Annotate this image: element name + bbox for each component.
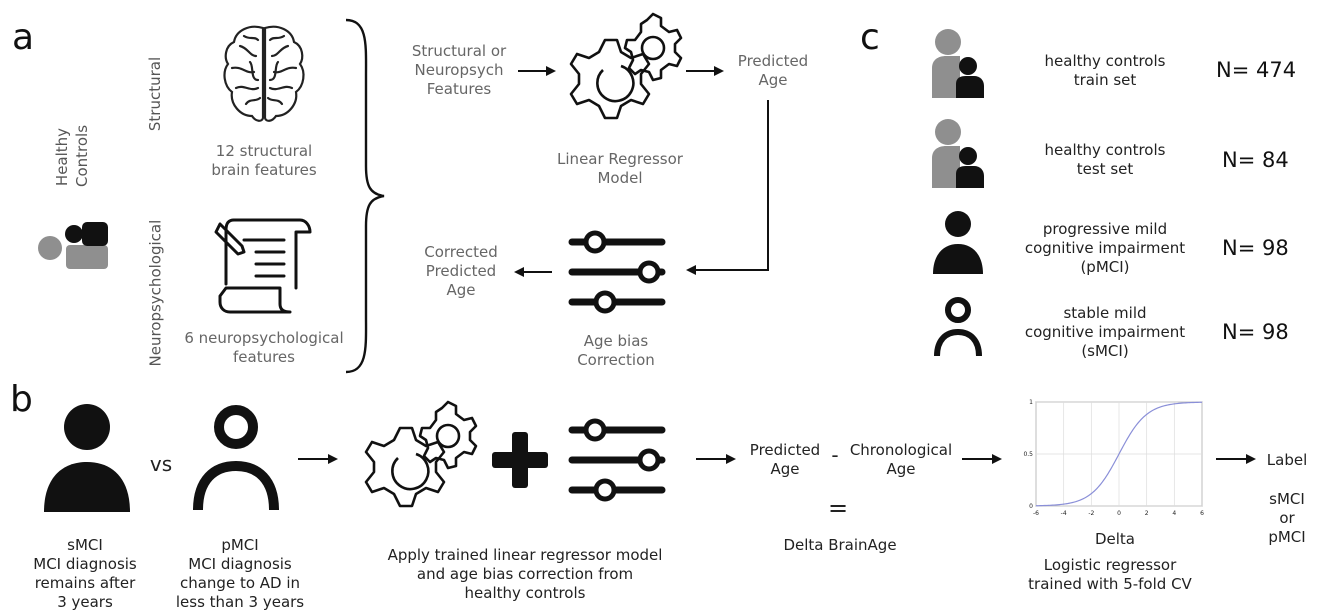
arrow-model-to-predicted <box>686 66 724 76</box>
x-tick-label: 6 <box>1200 510 1204 517</box>
c-row1-line2: train set <box>1073 71 1137 89</box>
label-opt-pmci: pMCI <box>1268 528 1306 546</box>
pmci-desc-line4: less than 3 years <box>175 593 305 611</box>
arrow-input-to-model <box>518 66 556 76</box>
label-opt-smci: sMCI <box>1269 490 1305 508</box>
panel-label-c: c <box>860 17 880 58</box>
pmci-desc-line2: MCI diagnosis <box>188 555 292 573</box>
pmci-desc-line1: pMCI <box>221 536 259 554</box>
x-tick-label: -2 <box>1088 510 1094 517</box>
c-row4-line1: stable mild <box>1063 304 1147 322</box>
x-tick-label: 2 <box>1145 510 1149 517</box>
b-predicted-line1: Predicted <box>749 441 821 459</box>
smci-person-icon <box>934 297 982 357</box>
c-row2-line2: test set <box>1076 160 1134 178</box>
vs-label: vs <box>149 452 173 476</box>
bias-correction-line2: Correction <box>577 351 655 369</box>
c-row1-line1: healthy controls <box>1044 52 1166 70</box>
c-row3-count: N= 98 <box>1222 236 1289 260</box>
neuro-features-line1: 6 neuropsychological <box>184 329 344 347</box>
predicted-age-line2: Age <box>758 71 788 89</box>
plot-xlabel: Delta <box>1094 530 1136 548</box>
chronological-line1: Chronological <box>849 441 953 459</box>
structural-features-line1: 12 structural <box>215 142 313 160</box>
c-row2-count: N= 84 <box>1222 148 1289 172</box>
delta-brainage-label: Delta BrainAge <box>783 536 897 554</box>
c-row1-count: N= 474 <box>1216 58 1297 82</box>
predicted-age-line1: Predicted <box>737 52 809 70</box>
chronological-line2: Age <box>886 460 916 478</box>
b-predicted-line2: Age <box>770 460 800 478</box>
x-tick-label: 0 <box>1117 510 1121 517</box>
structural-label: Structural <box>146 56 164 132</box>
smci-desc-line2: MCI diagnosis <box>33 555 137 573</box>
label-title: Label <box>1266 451 1308 469</box>
neuropsych-label: Neuropsychological <box>146 219 165 367</box>
healthy-label-line2: Controls <box>73 124 91 187</box>
corrected-age-line1: Corrected <box>424 243 498 261</box>
arrow-delta-to-logistic <box>962 454 1002 464</box>
x-tick-label: -4 <box>1061 510 1067 517</box>
panel-label-b: b <box>10 379 33 420</box>
document-icon <box>214 218 312 314</box>
logit-line1: Logistic regressor <box>1043 556 1177 574</box>
c-row4-line3: (sMCI) <box>1081 342 1129 360</box>
healthy-group-icon <box>38 222 108 269</box>
apply-line2: and age bias correction from <box>416 565 634 583</box>
healthy-label-line1: Healthy <box>53 127 71 187</box>
input-features-line1: Structural or <box>411 42 507 60</box>
c-row4-line2: cognitive impairment <box>1024 323 1186 341</box>
y-tick-label: 0.5 <box>1023 451 1033 458</box>
smci-desc-line4: 3 years <box>57 593 113 611</box>
neuro-features-line2: features <box>233 348 295 366</box>
corrected-age-line3: Age <box>446 281 476 299</box>
y-tick-label: 1 <box>1029 399 1033 406</box>
pmci-desc-line3: change to AD in <box>179 574 301 592</box>
arrow-predicted-to-correction <box>686 100 769 275</box>
corrected-age-line2: Predicted <box>425 262 497 280</box>
x-tick-label: -6 <box>1033 510 1039 517</box>
logistic-curve-line <box>1035 401 1203 507</box>
pmci-person-icon <box>933 211 983 274</box>
c-row2-line1: healthy controls <box>1044 141 1166 159</box>
arrow-subjects-to-model <box>298 454 338 464</box>
c-row3-line1: progressive mild <box>1042 220 1168 238</box>
model-label-line2: Model <box>597 169 643 187</box>
brace-symbol <box>345 18 385 374</box>
c-row3-line3: (pMCI) <box>1080 258 1130 276</box>
gears-icon <box>569 12 683 120</box>
plus-icon <box>492 432 548 488</box>
c-row3-line2: cognitive impairment <box>1024 239 1186 257</box>
apply-line1: Apply trained linear regressor model <box>387 546 663 564</box>
gears-icon-b <box>364 400 478 508</box>
panel-label-a: a <box>12 17 35 58</box>
minus-sign: - <box>831 443 839 467</box>
smci-desc-line3: remains after <box>34 574 136 592</box>
apply-line3: healthy controls <box>464 584 586 602</box>
smci-solid-person-icon <box>44 404 130 512</box>
logistic-curve-chart: -6 -4 -2 0 2 4 6 0 0.5 1 <box>1023 399 1204 517</box>
y-tick-label: 0 <box>1029 503 1033 510</box>
bias-correction-line1: Age bias <box>583 332 649 350</box>
arrow-logistic-to-label <box>1216 454 1256 464</box>
logit-line2: trained with 5-fold CV <box>1028 575 1192 593</box>
equals-sign: = <box>827 494 849 522</box>
c-row4-count: N= 98 <box>1222 320 1289 344</box>
x-tick-label: 4 <box>1172 510 1176 517</box>
input-features-line2: Neuropsych <box>414 61 504 79</box>
arrow-model-to-delta <box>696 454 736 464</box>
pmci-outline-person-icon <box>193 405 279 511</box>
structural-features-line2: brain features <box>211 161 317 179</box>
arrow-correction-to-corrected <box>514 267 552 277</box>
model-label-line1: Linear Regressor <box>557 150 683 168</box>
sliders-icon-b <box>568 418 666 502</box>
healthy-test-icon <box>932 119 984 188</box>
brain-icon <box>223 25 305 122</box>
input-features-line3: Features <box>426 80 492 98</box>
sliders-icon <box>568 230 666 314</box>
healthy-train-icon <box>932 29 984 98</box>
smci-desc-line1: sMCI <box>67 536 103 554</box>
label-opt-or: or <box>1279 509 1295 527</box>
